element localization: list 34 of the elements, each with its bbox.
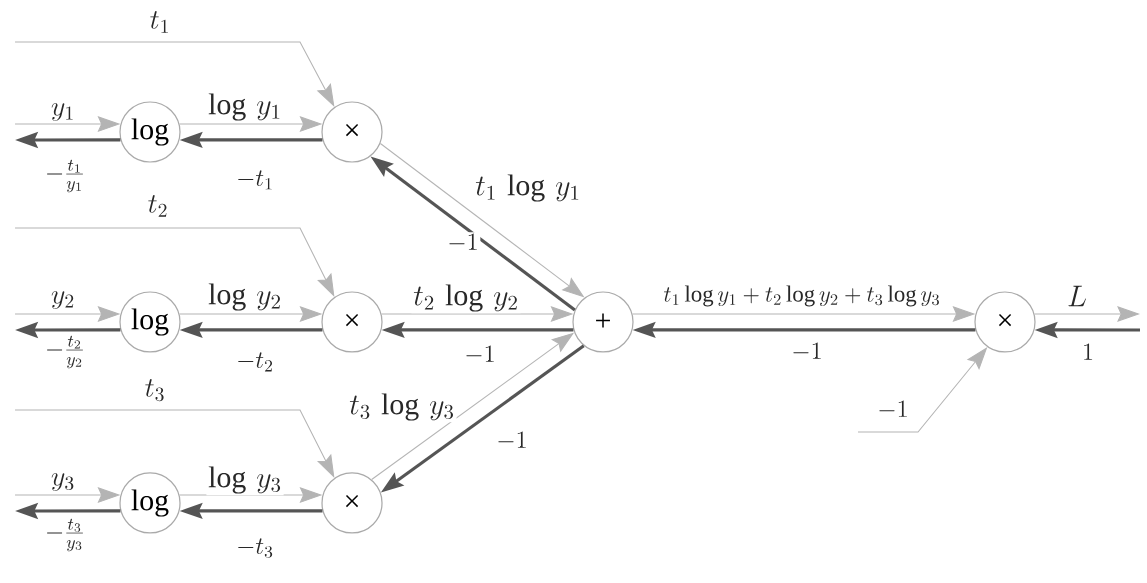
edge-label: $-1$ bbox=[462, 344, 498, 366]
multiply-node: × bbox=[321, 291, 383, 353]
edge-label: $1$ bbox=[1080, 342, 1096, 362]
log-node: log bbox=[119, 101, 181, 163]
edge-label: $y_2$ bbox=[49, 289, 77, 311]
edge-label: $-t_1$ bbox=[234, 168, 276, 192]
edge-label: $y_3$ bbox=[49, 471, 77, 493]
edge-label: $-\frac{t_3}{y_3}$ bbox=[43, 517, 87, 553]
edge-label: $\log\, y_3$ bbox=[206, 464, 284, 496]
edge-label: $-1$ bbox=[494, 430, 530, 452]
edge-label: $-\frac{t_2}{y_2}$ bbox=[43, 334, 87, 370]
edge-label: $t_3$ bbox=[142, 377, 168, 403]
edge-label: $t_1$ bbox=[147, 9, 173, 35]
edge-label: $\log\, y_1$ bbox=[206, 91, 284, 123]
log-node: log bbox=[119, 472, 181, 534]
edge-label: $t_2\,\log\, y_2$ bbox=[411, 282, 521, 314]
edge-label: $t_2$ bbox=[145, 193, 171, 219]
edge-label: $-1$ bbox=[445, 232, 481, 254]
edge-label: $t_3\,\log\, y_3$ bbox=[347, 391, 457, 423]
edge-label: $-t_3$ bbox=[234, 536, 276, 560]
edge-label: $L$ bbox=[1065, 284, 1089, 308]
edge-label: $\log\, y_2$ bbox=[206, 281, 284, 313]
multiply-node: × bbox=[321, 472, 383, 534]
multiply-node: × bbox=[974, 291, 1036, 353]
sum-node: + bbox=[572, 291, 634, 353]
multiply-node: × bbox=[321, 101, 383, 163]
edge-label: $-1$ bbox=[789, 341, 825, 363]
log-node: log bbox=[119, 291, 181, 353]
edge-label: $-1$ bbox=[875, 399, 911, 421]
edge-label: $-t_2$ bbox=[234, 350, 276, 374]
edge-label: $y_1$ bbox=[49, 101, 77, 123]
edge-label: $t_1 \log y_1 + t_2 \log y_2 + t_3 \log y_3$ bbox=[661, 283, 943, 309]
edge-label: $t_1\,\log\, y_1$ bbox=[473, 172, 583, 204]
edge-label: $-\frac{t_1}{y_1}$ bbox=[43, 158, 87, 194]
